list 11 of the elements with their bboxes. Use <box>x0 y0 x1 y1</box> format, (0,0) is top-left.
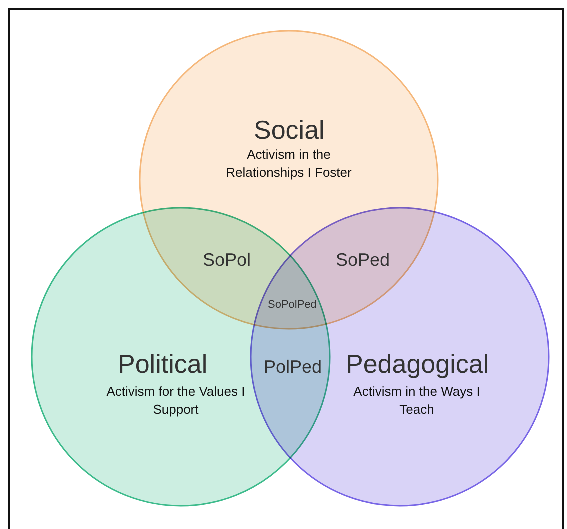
circle-description: Activism in the Ways I Teach <box>352 383 482 419</box>
overlap-label: SoPolPed <box>268 299 317 311</box>
circle-description: Activism for the Values I Support <box>106 383 246 419</box>
venn-circle <box>250 207 550 507</box>
circle-description: Activism in the Relationships I Foster <box>225 146 353 182</box>
overlap-label: SoPol <box>203 250 252 271</box>
circle-title: Pedagogical <box>346 349 490 380</box>
circle-title: Political <box>118 349 208 380</box>
circle-title: Social <box>254 115 325 146</box>
overlap-label: PolPed <box>264 357 322 378</box>
overlap-label: SoPed <box>336 250 390 271</box>
